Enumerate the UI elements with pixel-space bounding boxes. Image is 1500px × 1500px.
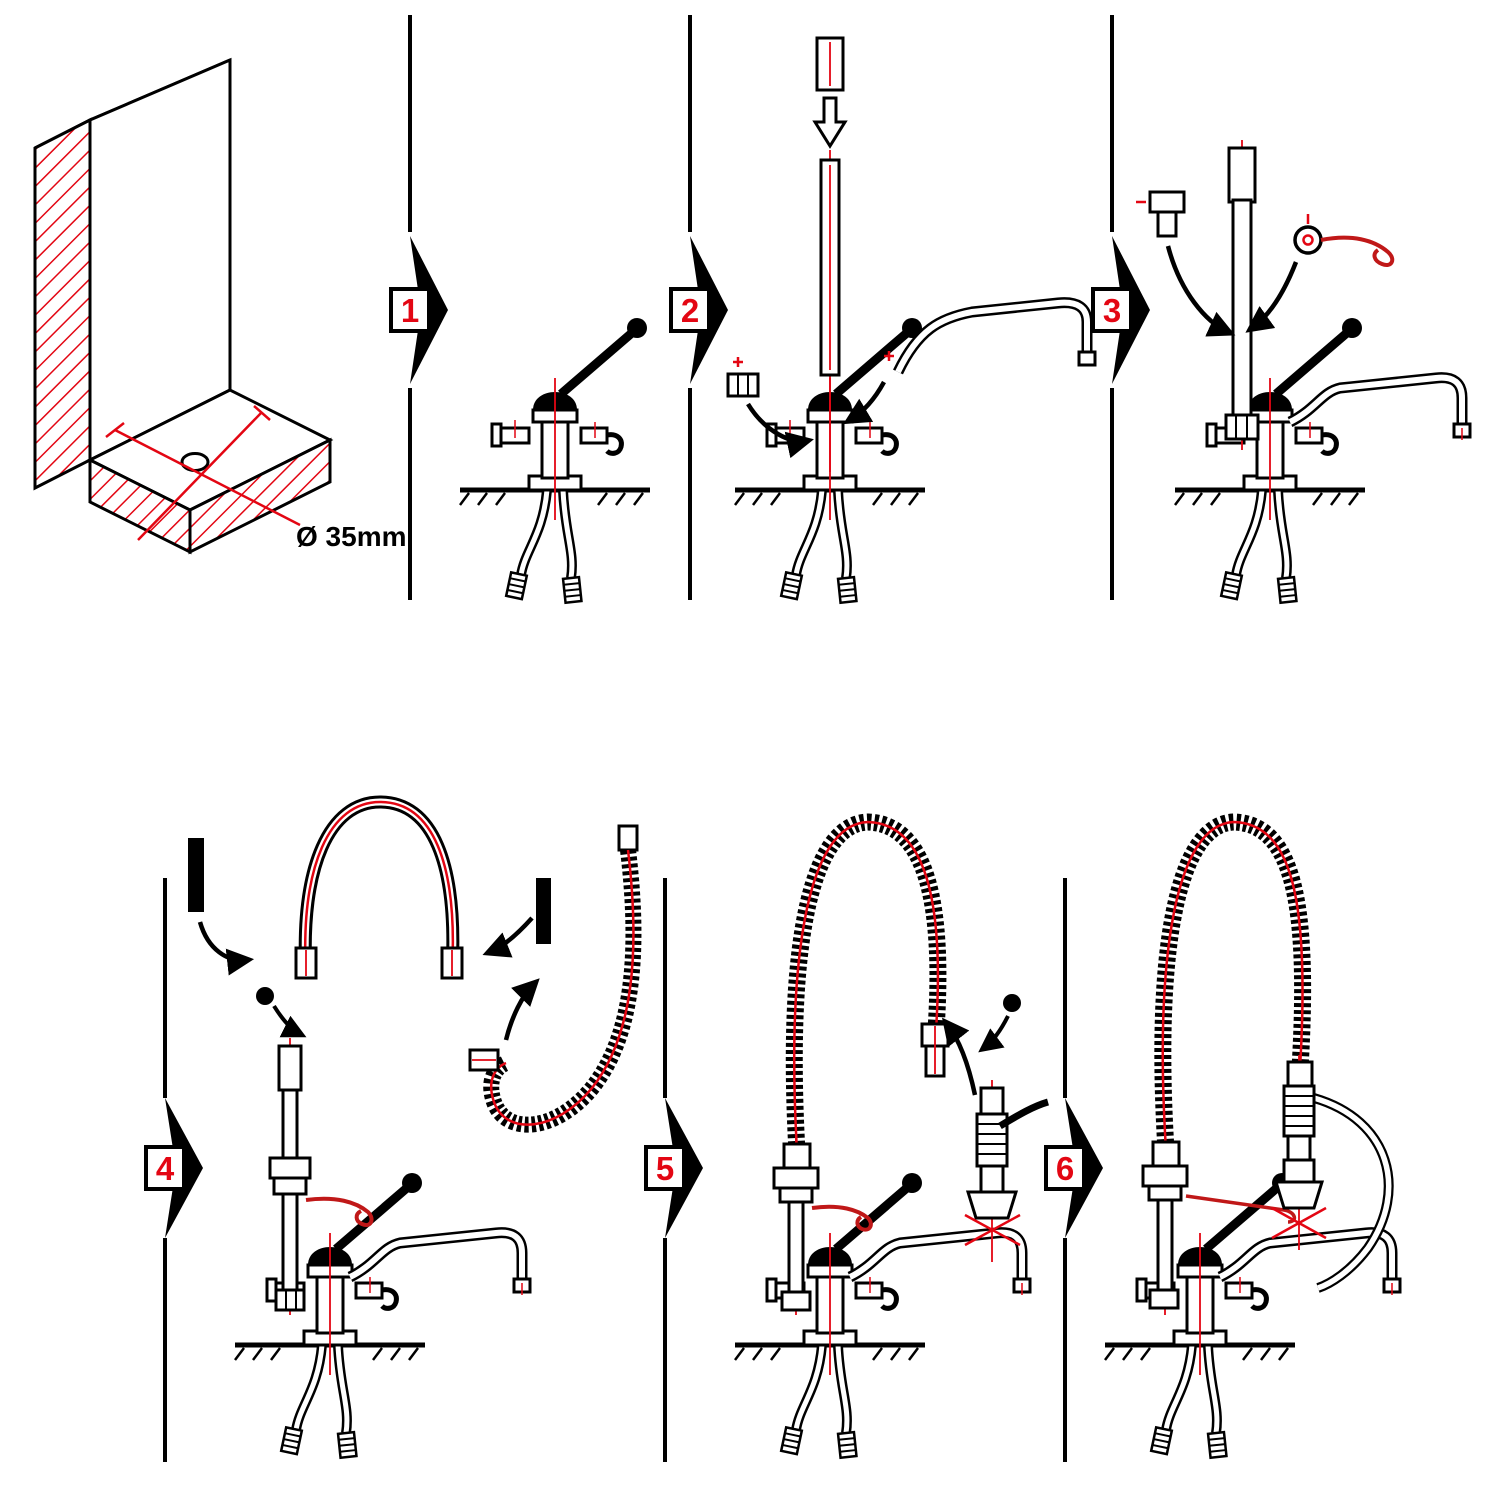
faucet-body (735, 1173, 925, 1458)
hook-holder (811, 1204, 873, 1232)
hole-dimension-tick-2 (253, 405, 271, 421)
faucet-body (235, 1173, 425, 1458)
faucet-body (1175, 318, 1365, 603)
step-badge (1044, 1145, 1086, 1191)
hook-attach-arrow-icon (1245, 261, 1299, 333)
flex-hose-arc (294, 795, 464, 980)
dot-arrow-icon (978, 1015, 1010, 1053)
step-badge (1091, 287, 1133, 333)
step-badge (644, 1145, 686, 1191)
panel-step-1 (460, 318, 650, 603)
coiled-hose-arc (1154, 813, 1312, 1151)
step-badge (669, 287, 711, 333)
step-number: 3 (1103, 292, 1121, 329)
panel-step-6 (1105, 813, 1400, 1458)
counter-left-face (88, 457, 192, 555)
spray-head-installed (1271, 1055, 1327, 1250)
hook-holder-engaged (1185, 1194, 1297, 1224)
hole-dimension-tick-1 (105, 422, 125, 438)
bracket-fitting (1136, 190, 1186, 238)
sprayhead-attach-arrow-icon (941, 1017, 978, 1096)
pin-arrow-icon (482, 916, 534, 958)
locking-pin-left (188, 838, 204, 912)
step-badge (389, 287, 431, 333)
riser-with-bracket (772, 1135, 873, 1315)
hole-dimension-line-1 (114, 428, 301, 527)
step-number: 1 (401, 292, 419, 329)
locking-pin-right (536, 878, 551, 944)
lock-nut (726, 357, 760, 398)
panel-step-2 (726, 36, 1097, 603)
dot-arrow-icon (272, 1004, 307, 1038)
coiled-hose-arc (785, 813, 947, 1153)
hole-dimension-line-2 (137, 411, 263, 541)
riser-with-bracket (1141, 1135, 1297, 1315)
insert-down-arrow-icon (812, 96, 848, 149)
spray-head (964, 1080, 1050, 1262)
riser-pipe (819, 150, 841, 472)
panel-wall-hole: Ø 35mm (33, 57, 407, 555)
step-number: 5 (656, 1150, 674, 1187)
hook-fitting (1293, 214, 1395, 267)
step-4-marker: 4 (144, 878, 203, 1462)
step-number: 4 (156, 1150, 175, 1187)
pin-dot (256, 987, 274, 1005)
spout-attach-arrow-icon (843, 380, 886, 425)
sprayhead-supply-hose (1312, 1093, 1394, 1293)
hook-holder (305, 1196, 374, 1227)
step-2-marker: 2 (669, 15, 728, 600)
step-1-marker: 1 (389, 15, 448, 600)
step-number: 6 (1056, 1150, 1074, 1187)
faucet-body (1105, 1173, 1295, 1458)
spout-detached (884, 297, 1097, 375)
pin-arrow-icon (197, 921, 255, 976)
step-5-marker: 5 (644, 878, 703, 1462)
coil-attach-arrow-icon (503, 978, 540, 1041)
coiled-spring-hose (468, 824, 642, 1133)
step-3-marker: 3 (1091, 15, 1150, 600)
hole-diameter-label: Ø 35mm (296, 521, 407, 552)
faucet-body (460, 318, 650, 603)
step-6-marker: 6 (1044, 878, 1103, 1462)
riser-top-cap (815, 36, 845, 92)
step-badge (144, 1145, 186, 1191)
pin-dot (1003, 994, 1021, 1012)
panel-step-5 (735, 813, 1050, 1458)
spray-handle (998, 1098, 1050, 1130)
bracket-attach-arrow-icon (1165, 245, 1236, 337)
panel-step-3 (1136, 140, 1470, 603)
wall-side-face (33, 117, 92, 491)
riser-with-bracket (268, 1038, 374, 1315)
step-number: 2 (681, 292, 699, 329)
nut-attach-arrow-icon (746, 402, 814, 459)
panel-step-4 (188, 795, 642, 1458)
coil-end-coupling (920, 1022, 950, 1078)
mounting-hole (180, 452, 210, 472)
